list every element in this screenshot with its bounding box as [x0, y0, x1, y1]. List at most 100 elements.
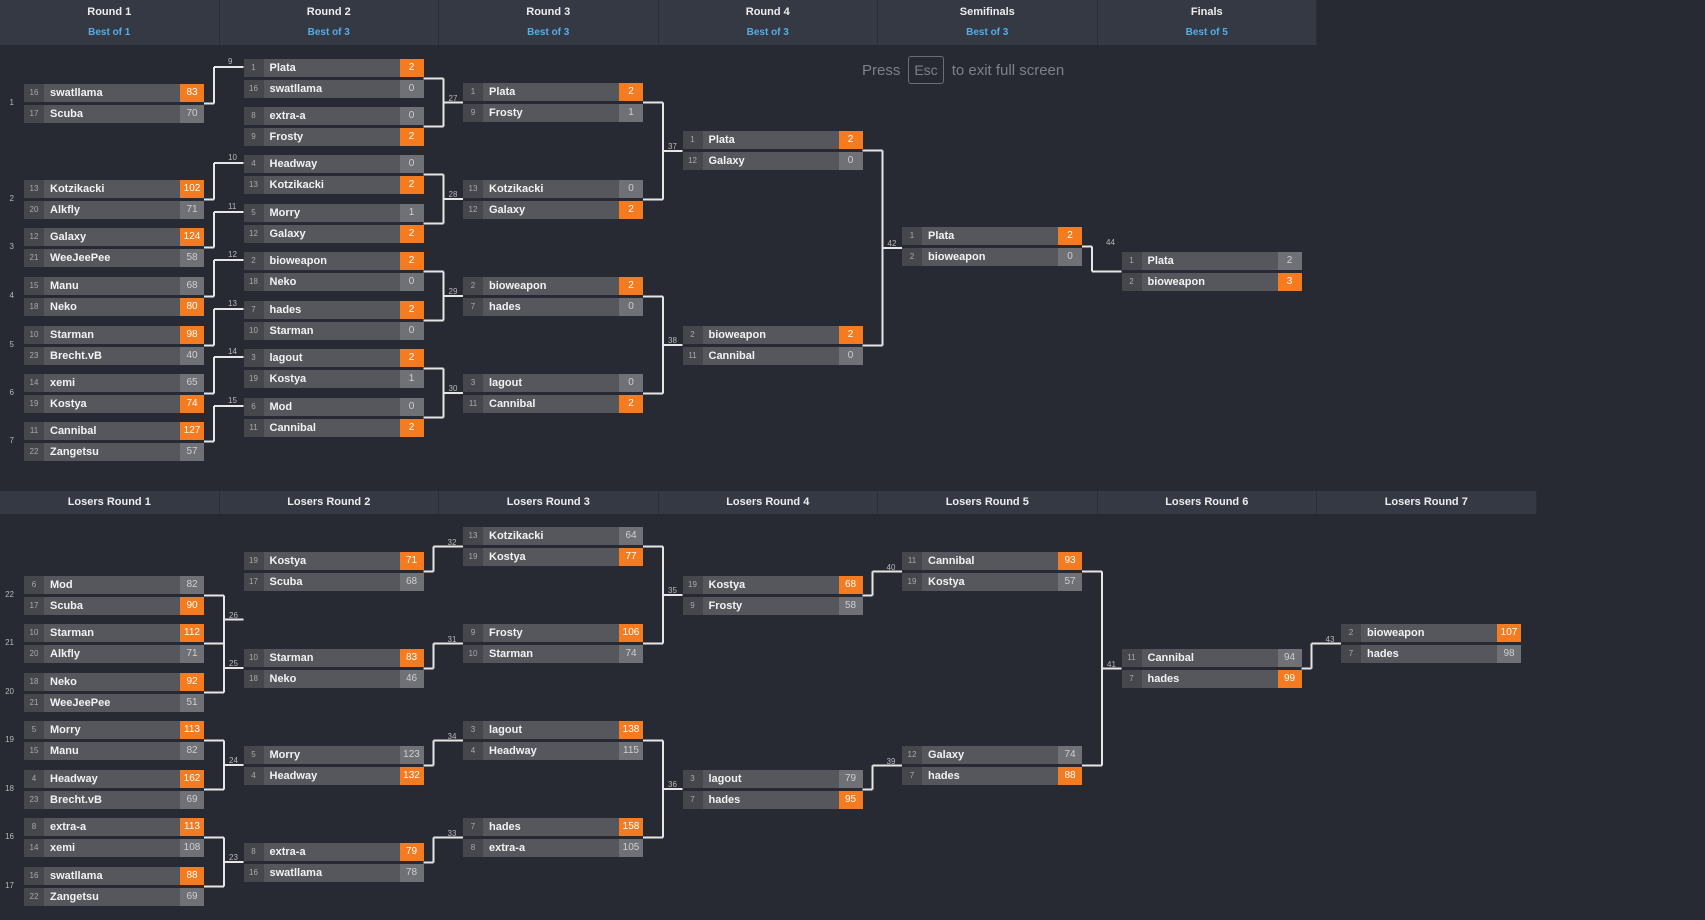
player-row[interactable]: 2bioweapon2	[682, 326, 863, 344]
match[interactable]: 10Starman83 18Neko46	[243, 649, 424, 688]
player-row[interactable]: 11Cannibal127	[24, 422, 204, 440]
player-row[interactable]: 22Zangetsu57	[24, 443, 204, 461]
player-row[interactable]: 1Plata2	[1121, 252, 1302, 270]
player-row[interactable]: 19Kostya74	[24, 395, 204, 413]
match[interactable]: 3lagout79 7hades95	[682, 770, 863, 809]
player-row[interactable]: 11Cannibal94	[1121, 649, 1302, 667]
player-row[interactable]: 6Mod0	[243, 398, 424, 416]
player-row[interactable]: 18Neko46	[243, 670, 424, 688]
player-row[interactable]: 3lagout138	[463, 721, 643, 739]
match[interactable]: 19Kostya689Frosty58	[682, 576, 863, 615]
player-row[interactable]: 15Manu68	[24, 277, 204, 295]
match[interactable]: 5Morry113 15Manu82	[24, 721, 204, 760]
player-row[interactable]: 7hades95	[682, 791, 863, 809]
match[interactable]: 2bioweapon2 11Cannibal0	[682, 326, 863, 365]
player-row[interactable]: 15Manu82	[24, 742, 204, 760]
player-row[interactable]: 11Cannibal93	[902, 552, 1082, 570]
player-row[interactable]: 8extra-a105	[463, 839, 643, 857]
player-row[interactable]: 2bioweapon0	[902, 248, 1082, 266]
player-row[interactable]: 7hades158	[463, 818, 643, 836]
match[interactable]: 8extra-a09Frosty2	[243, 107, 424, 146]
player-row[interactable]: 5Morry1	[243, 204, 424, 222]
player-row[interactable]: 7hades2	[243, 301, 424, 319]
player-row[interactable]: 22Zangetsu69	[24, 888, 204, 906]
player-row[interactable]: 13Kotzikacki64	[463, 527, 643, 545]
player-row[interactable]: 12Galaxy2	[243, 225, 424, 243]
player-row[interactable]: 9Frosty1	[463, 104, 643, 122]
player-row[interactable]: 19Kostya71	[243, 552, 424, 570]
player-row[interactable]: 2bioweapon107	[1341, 624, 1521, 642]
match[interactable]: 16swatllama8317Scuba70	[24, 84, 204, 123]
player-row[interactable]: 10Starman83	[243, 649, 424, 667]
match[interactable]: 3lagout0 11Cannibal2	[463, 374, 643, 413]
player-row[interactable]: 18Neko92	[24, 673, 204, 691]
player-row[interactable]: 6Mod82	[24, 576, 204, 594]
player-row[interactable]: 7hades0	[463, 298, 643, 316]
player-row[interactable]: 2bioweapon2	[243, 252, 424, 270]
player-row[interactable]: 3lagout0	[463, 374, 643, 392]
player-row[interactable]: 12Galaxy2	[463, 201, 643, 219]
player-row[interactable]: 2bioweapon2	[463, 277, 643, 295]
match[interactable]: 13Kotzikacki64 19Kostya77	[463, 527, 643, 566]
player-row[interactable]: 4Headway162	[24, 770, 204, 788]
player-row[interactable]: 7hades88	[902, 767, 1082, 785]
match[interactable]: 4Headway013Kotzikacki2	[243, 155, 424, 194]
player-row[interactable]: 1Plata2	[902, 227, 1082, 245]
player-row[interactable]: 7hades99	[1121, 670, 1302, 688]
player-row[interactable]: 20Alkfly71	[24, 645, 204, 663]
player-row[interactable]: 11Cannibal2	[243, 419, 424, 437]
player-row[interactable]: 13Kotzikacki102	[24, 180, 204, 198]
player-row[interactable]: 10Starman0	[243, 322, 424, 340]
player-row[interactable]: 7hades98	[1341, 645, 1521, 663]
player-row[interactable]: 16swatllama78	[243, 864, 424, 882]
match[interactable]: 3lagout1384Headway115	[463, 721, 643, 760]
match[interactable]: 15Manu68 18Neko80	[24, 277, 204, 316]
player-row[interactable]: 18Neko0	[243, 273, 424, 291]
player-row[interactable]: 12Galaxy74	[902, 746, 1082, 764]
player-row[interactable]: 13Kotzikacki2	[243, 176, 424, 194]
match[interactable]: 18Neko9221WeeJeePee51	[24, 673, 204, 712]
player-row[interactable]: 19Kostya1	[243, 370, 424, 388]
match[interactable]: 2bioweapon2 7hades0	[463, 277, 643, 316]
match[interactable]: 2bioweapon107 7hades98	[1341, 624, 1521, 663]
player-row[interactable]: 12Galaxy0	[682, 152, 863, 170]
player-row[interactable]: 8extra-a79	[243, 843, 424, 861]
player-row[interactable]: 17Scuba68	[243, 573, 424, 591]
match[interactable]: 13Kotzikacki0 12Galaxy2	[463, 180, 643, 219]
player-row[interactable]: 11Cannibal2	[463, 395, 643, 413]
player-row[interactable]: 23Brecht.vB40	[24, 347, 204, 365]
player-row[interactable]: 12Galaxy124	[24, 228, 204, 246]
match[interactable]: 11Cannibal94 7hades99	[1121, 649, 1302, 688]
match[interactable]: 5Morry1 12Galaxy2	[243, 204, 424, 243]
player-row[interactable]: 5Morry113	[24, 721, 204, 739]
match[interactable]: 7hades158 8extra-a105	[463, 818, 643, 857]
match[interactable]: 3lagout2 19Kostya1	[243, 349, 424, 388]
player-row[interactable]: 10Starman74	[463, 645, 643, 663]
match[interactable]: 1Plata2 2bioweapon0	[902, 227, 1082, 266]
player-row[interactable]: 16swatllama83	[24, 84, 204, 102]
match[interactable]: 1Plata216swatllama0	[243, 59, 424, 98]
player-row[interactable]: 19Kostya57	[902, 573, 1082, 591]
player-row[interactable]: 17Scuba90	[24, 597, 204, 615]
player-row[interactable]: 19Kostya77	[463, 548, 643, 566]
player-row[interactable]: 11Cannibal0	[682, 347, 863, 365]
match[interactable]: 6Mod0 11Cannibal2	[243, 398, 424, 437]
player-row[interactable]: 19Kostya68	[682, 576, 863, 594]
match[interactable]: 8extra-a79 16swatllama78	[243, 843, 424, 882]
match[interactable]: 10Starman9823Brecht.vB40	[24, 326, 204, 365]
match[interactable]: 7hades2 10Starman0	[243, 301, 424, 340]
match[interactable]: 1Plata212Galaxy0	[682, 131, 863, 170]
player-row[interactable]: 3lagout2	[243, 349, 424, 367]
player-row[interactable]: 21WeeJeePee58	[24, 249, 204, 267]
match[interactable]: 13Kotzikacki10220Alkfly71	[24, 180, 204, 219]
player-row[interactable]: 13Kotzikacki0	[463, 180, 643, 198]
player-row[interactable]: 9Frosty2	[243, 128, 424, 146]
player-row[interactable]: 3lagout79	[682, 770, 863, 788]
match[interactable]: 9Frosty10610Starman74	[463, 624, 643, 663]
player-row[interactable]: 18Neko80	[24, 298, 204, 316]
match[interactable]: 12Galaxy124 21WeeJeePee58	[24, 228, 204, 267]
match[interactable]: 4Headway16223Brecht.vB69	[24, 770, 204, 809]
match[interactable]: 12Galaxy74 7hades88	[902, 746, 1082, 785]
match[interactable]: 8extra-a11314xemi108	[24, 818, 204, 857]
player-row[interactable]: 14xemi108	[24, 839, 204, 857]
